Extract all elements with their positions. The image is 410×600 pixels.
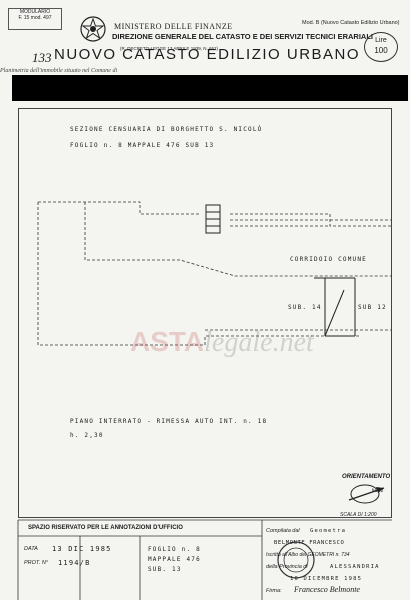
decreto-ref: (R. DECRETO-LEGGE 13 APRILE 1939, N. 652… — [120, 46, 218, 51]
compilata-label: Compilata dal — [266, 528, 300, 534]
data-value: 13 DIC 1985 — [52, 545, 112, 553]
iscritto-albo: Iscritto all'Albo dei GEOMETRI n. 734 — [266, 552, 350, 558]
geometra-name: BELMONTE FRANCESCO — [274, 540, 345, 546]
republic-emblem-icon — [78, 14, 108, 44]
prot-value: 1194/B — [58, 559, 91, 567]
data-compilazione: 10 DICEMBRE 1985 — [290, 576, 363, 582]
lire-label: Lire — [375, 37, 387, 44]
planimetria-subline: Planimetria dell'immobile situato nel Co… — [0, 68, 118, 74]
sub12-label: SUB 12 — [358, 304, 387, 311]
direzione-name: DIREZIONE GENERALE DEL CATASTO E DEI SER… — [112, 32, 373, 41]
altezza-label: h. 2,30 — [70, 432, 104, 439]
piano-label: PIANO INTERRATO - RIMESSA AUTO INT. n. 1… — [70, 418, 268, 425]
firma-label: Firma: — [266, 588, 282, 594]
nord-label: NORD — [372, 488, 384, 493]
asta-legale-watermark: ASTAlegale.net — [130, 326, 314, 358]
page-title: NUOVO CATASTO EDILIZIO URBANO — [54, 46, 361, 63]
scala-label: SCALA DI 1:200 — [340, 512, 377, 518]
footer-foglio: FOGLIO n. 8 — [148, 546, 201, 553]
data-label: DATA — [24, 546, 38, 552]
modulario-box: MODULARIO F. 15 mod. 497 — [8, 8, 62, 30]
footer-sub: SUB. 13 — [148, 566, 182, 573]
plan-frame — [18, 108, 392, 518]
sub14-label: SUB. 14 — [288, 304, 322, 311]
official-stamp-icon — [277, 541, 315, 579]
corridoio-label: CORRIDOIO COMUNE — [290, 256, 367, 263]
provincia-label: della Provincia di — [266, 564, 308, 570]
footer-mappale: MAPPALE 476 — [148, 556, 201, 563]
lire-value: 100 — [374, 46, 388, 55]
redaction-bar — [12, 75, 408, 101]
sezione-label: SEZIONE CENSUARIA DI BORGHETTO S. NICOLÒ — [70, 126, 263, 133]
compilata-value: Geometra — [310, 528, 347, 534]
foglio-label: FOGLIO n. 8 MAPPALE 476 SUB 13 — [70, 142, 215, 149]
lire-stamp: Lire 100 — [364, 32, 398, 62]
reserved-space-title: SPAZIO RISERVATO PER LE ANNOTAZIONI D'UF… — [28, 525, 183, 531]
modulario-text: MODULARIO F. 15 mod. 497 — [18, 9, 52, 21]
prot-label: PROT. N° — [24, 560, 49, 566]
mod-reference: Mod. B (Nuovo Catasto Edilizio Urbano) — [302, 20, 400, 26]
orientamento-label: ORIENTAMENTO — [342, 474, 391, 480]
firma-value: Francesco Belmonte — [294, 585, 360, 594]
ministry-name: MINISTERO DELLE FINANZE — [114, 22, 233, 31]
handwritten-page-number: 133 — [32, 50, 52, 65]
north-arrow-icon — [348, 484, 385, 504]
provincia-value: ALESSANDRIA — [330, 564, 380, 570]
